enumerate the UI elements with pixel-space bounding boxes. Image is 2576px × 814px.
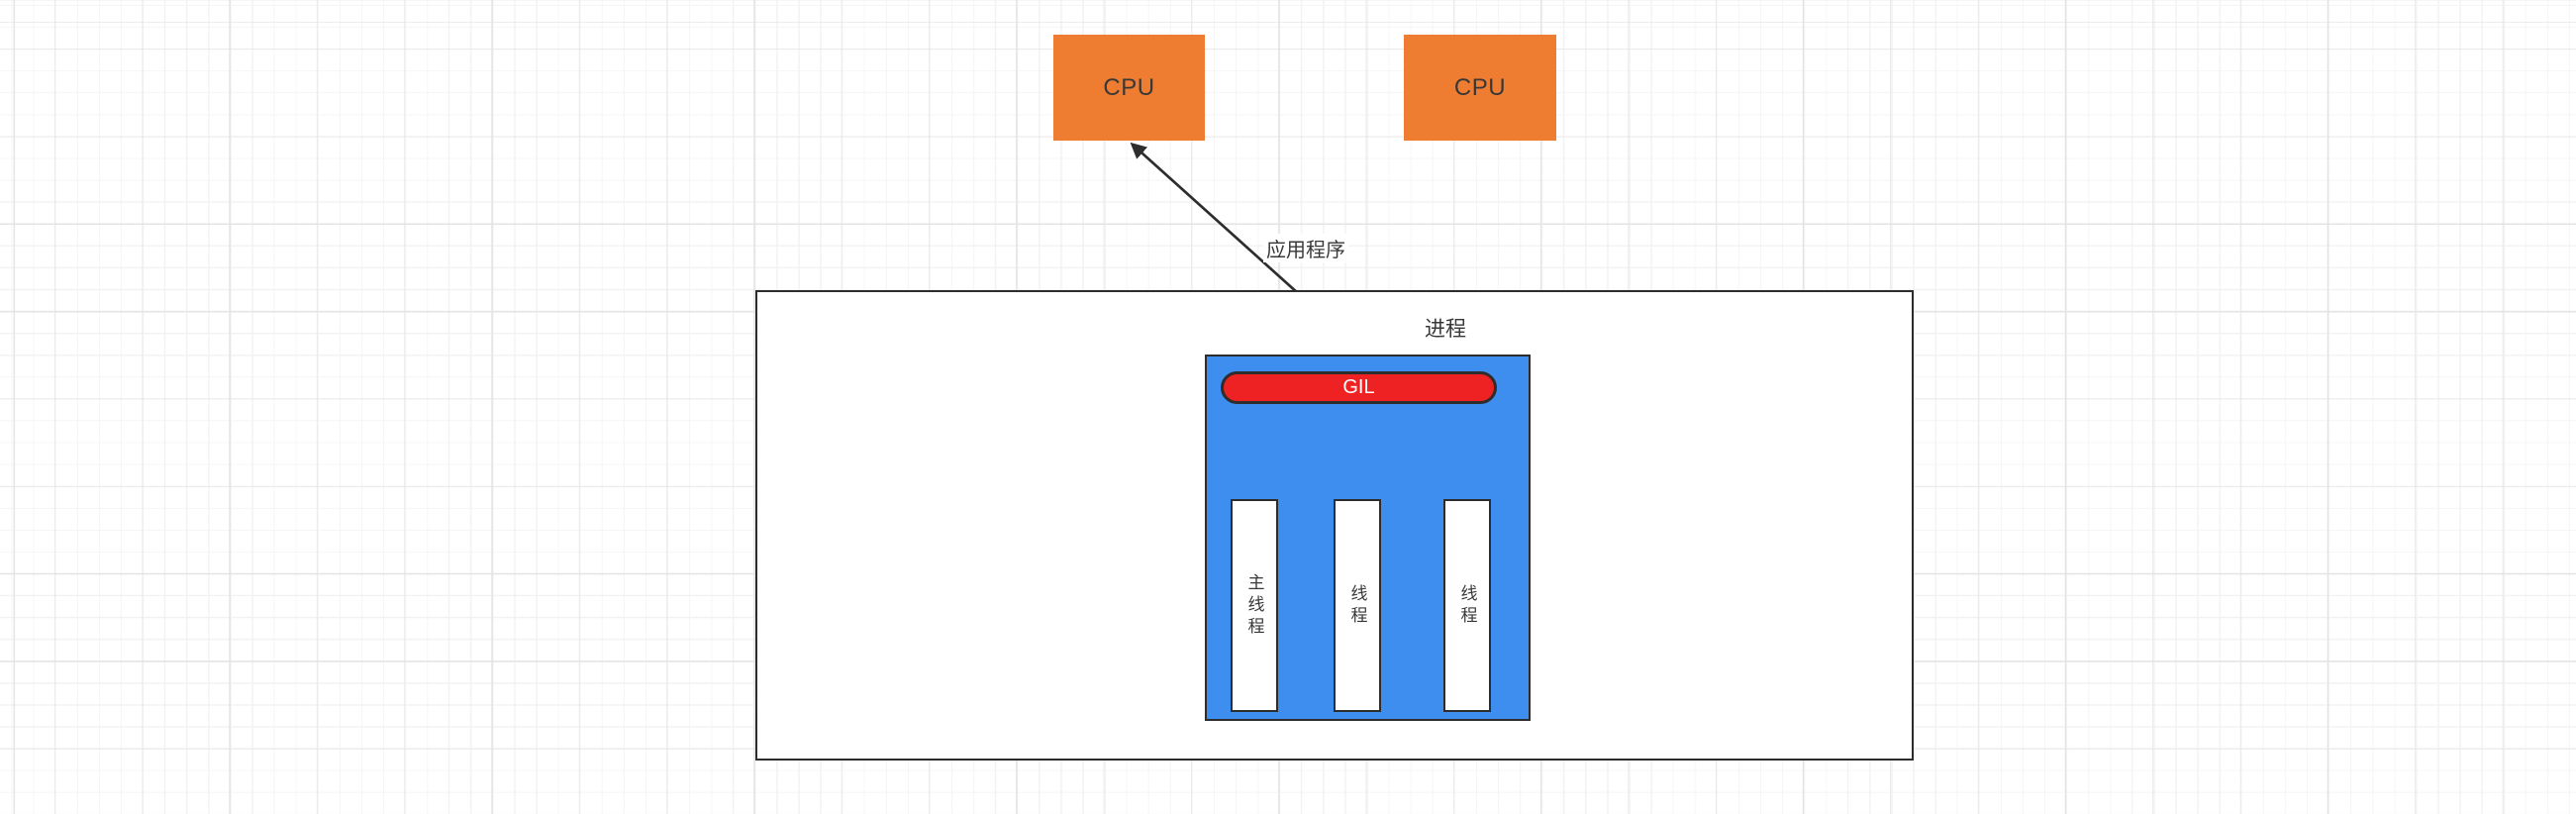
- thread-node-main: 主线程: [1231, 499, 1278, 712]
- cpu-node-right: CPU: [1404, 35, 1556, 141]
- process-label: 进程: [1425, 318, 1466, 341]
- edge-label-application: 应用程序: [1263, 234, 1348, 262]
- thread-node-3: 线程: [1443, 499, 1491, 712]
- cpu-node-left: CPU: [1053, 35, 1205, 141]
- thread-node-2: 线程: [1334, 499, 1381, 712]
- gil-node: GIL: [1221, 371, 1497, 404]
